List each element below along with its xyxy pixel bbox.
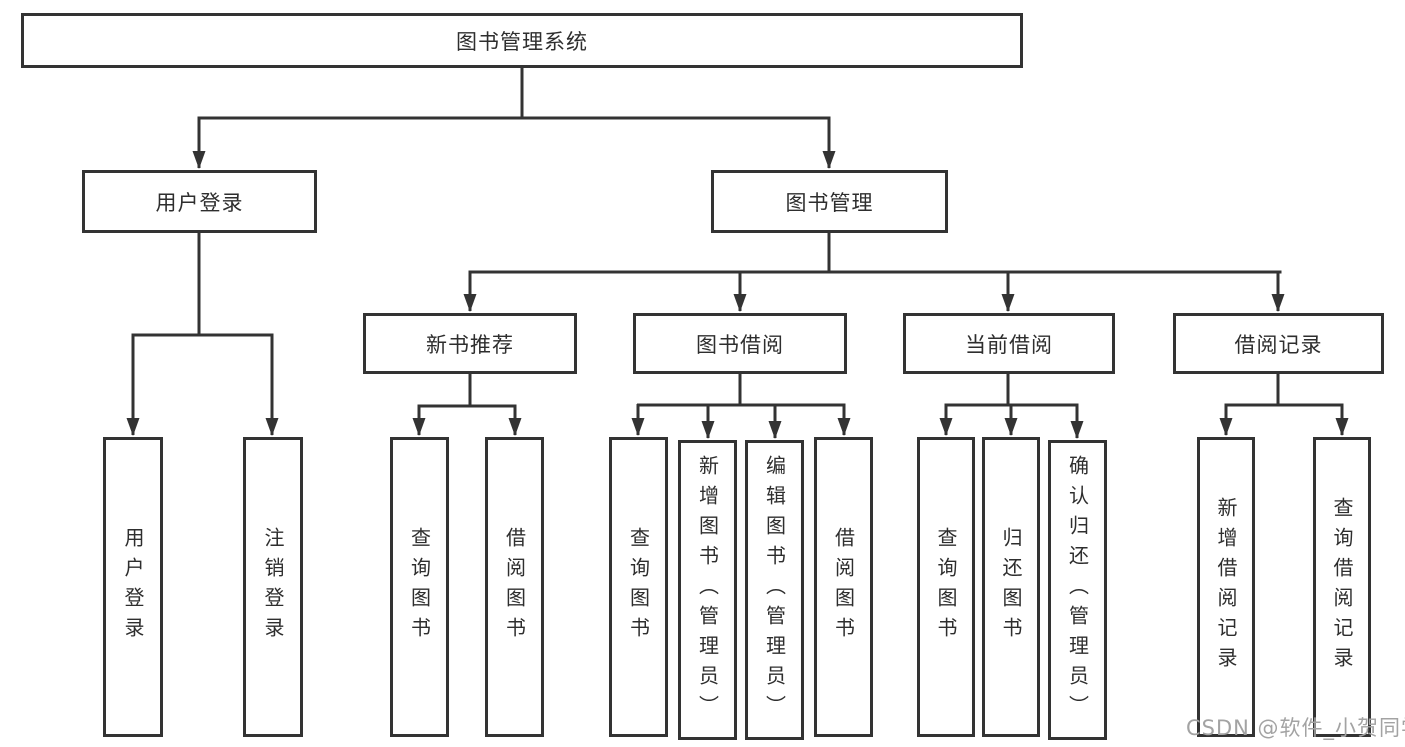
leaf-recommend-borrow-book-label: 借阅图书 bbox=[502, 527, 527, 647]
leaf-borrow-query-book-label: 查询图书 bbox=[626, 527, 651, 647]
leaf-return-book-label: 归还图书 bbox=[999, 527, 1023, 647]
node-new-book-recommend-label: 新书推荐 bbox=[426, 332, 514, 357]
leaf-recommend-borrow-book: 借阅图书 bbox=[485, 437, 544, 737]
node-borrow-records-label: 借阅记录 bbox=[1234, 332, 1323, 357]
node-book-management: 图书管理 bbox=[711, 170, 948, 233]
node-root-label: 图书管理系统 bbox=[456, 29, 588, 54]
leaf-current-query-book: 查询图书 bbox=[917, 437, 975, 737]
node-user-login-label: 用户登录 bbox=[155, 190, 244, 215]
leaf-query-borrow-record: 查询借阅记录 bbox=[1313, 437, 1371, 737]
node-borrow-records: 借阅记录 bbox=[1173, 313, 1384, 374]
leaf-add-borrow-record-label: 新增借阅记录 bbox=[1214, 497, 1238, 677]
leaf-edit-book-admin: 编辑图书（管理员） bbox=[745, 440, 804, 740]
node-book-management-label: 图书管理 bbox=[785, 190, 874, 215]
leaf-add-borrow-record: 新增借阅记录 bbox=[1197, 437, 1255, 737]
leaf-confirm-return-admin: 确认归还（管理员） bbox=[1048, 440, 1107, 740]
leaf-confirm-return-admin-label: 确认归还（管理员） bbox=[1065, 455, 1090, 725]
leaf-query-borrow-record-label: 查询借阅记录 bbox=[1330, 497, 1354, 677]
leaf-user-login-label: 用户登录 bbox=[121, 527, 145, 647]
leaf-recommend-query-book: 查询图书 bbox=[390, 437, 449, 737]
node-book-borrow: 图书借阅 bbox=[633, 313, 847, 374]
node-current-borrow: 当前借阅 bbox=[903, 313, 1115, 374]
leaf-return-book: 归还图书 bbox=[982, 437, 1040, 737]
leaf-recommend-query-book-label: 查询图书 bbox=[407, 527, 432, 647]
leaf-logout-login-label: 注销登录 bbox=[261, 527, 285, 647]
leaf-borrow-book-label: 借阅图书 bbox=[831, 527, 856, 647]
leaf-current-query-book-label: 查询图书 bbox=[934, 527, 958, 647]
node-user-login: 用户登录 bbox=[82, 170, 317, 233]
node-root: 图书管理系统 bbox=[21, 13, 1023, 68]
leaf-add-book-admin-label: 新增图书（管理员） bbox=[695, 455, 720, 725]
leaf-logout-login: 注销登录 bbox=[243, 437, 303, 737]
leaf-edit-book-admin-label: 编辑图书（管理员） bbox=[762, 455, 787, 725]
node-new-book-recommend: 新书推荐 bbox=[363, 313, 577, 374]
leaf-borrow-book: 借阅图书 bbox=[814, 437, 873, 737]
leaf-add-book-admin: 新增图书（管理员） bbox=[678, 440, 737, 740]
leaf-user-login: 用户登录 bbox=[103, 437, 163, 737]
leaf-borrow-query-book: 查询图书 bbox=[609, 437, 668, 737]
node-book-borrow-label: 图书借阅 bbox=[696, 332, 784, 357]
node-current-borrow-label: 当前借阅 bbox=[965, 332, 1053, 357]
watermark: CSDN @软件_小贺同学 bbox=[1186, 716, 1405, 740]
